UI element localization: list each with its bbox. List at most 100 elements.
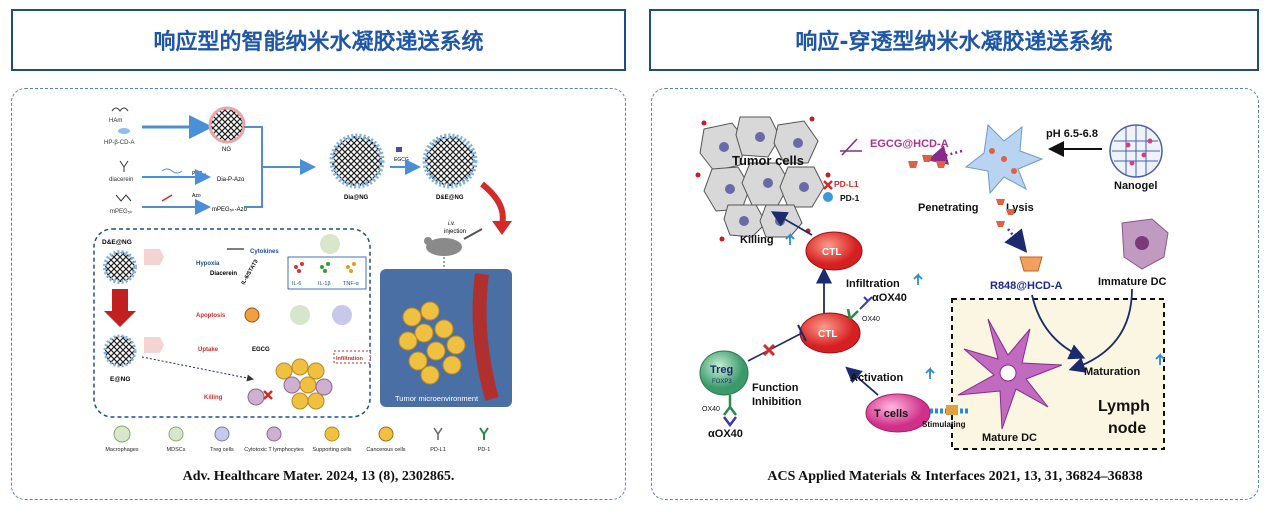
input-label-diacerein: diacerein [109, 177, 133, 183]
label-dia-ng: Dia@NG [344, 195, 369, 201]
injection-arrowhead [492, 221, 512, 235]
treg-cell-icon [332, 305, 352, 325]
egcg-release-dotted-arrow [927, 145, 963, 165]
label-t-cells: T cells [874, 408, 908, 420]
nanocarrier-particles-top [908, 155, 946, 168]
label-mpeg-azo: mPEG₅ₖ-Azo [212, 207, 248, 213]
label-maturation: Maturation [1084, 366, 1141, 378]
label-cytokines: Cytokines [250, 249, 279, 255]
mdsc-cell-icon [290, 305, 310, 325]
label-azo: Azo [192, 193, 201, 199]
label-pd-l1: PD-L1 [834, 179, 859, 189]
label-ctl-lower: CTL [818, 329, 837, 340]
d-e-ng-mechanism-icon [103, 250, 137, 284]
activation-up-icon [925, 366, 935, 379]
legend-label-cancerous: Cancerous cells [366, 447, 405, 453]
syringe-icon [463, 228, 483, 240]
left-schematic: HAm HP-β-CD-A diacerein mPEG₅ₖ NG PEG₅ₖ … [93, 106, 512, 453]
ng-nanogel-icon [208, 106, 246, 144]
killing-up-icon [785, 232, 795, 245]
mature-dc-nucleus [999, 364, 1017, 382]
legend-label-pd-1: PD-1 [478, 447, 491, 453]
cancer-cell-mass [275, 358, 333, 410]
d-e-ng-particle-icon [422, 133, 478, 189]
label-function: Function [752, 382, 799, 394]
label-infiltration-r: Infiltration [846, 278, 900, 290]
label-d-e-ng-top: D&E@NG [436, 195, 464, 201]
label-mature-dc: Mature DC [982, 432, 1037, 444]
r848-to-dc-arrow [1031, 294, 1086, 360]
ox40-treg-receptor-icon [723, 395, 737, 416]
label-r848: R848@HCD-A [990, 280, 1063, 292]
tumor-cells-cluster [695, 116, 831, 242]
uptake-dotted-arrow [141, 356, 254, 382]
input-label-hpbcd: HP-β-CD-A [104, 140, 134, 146]
label-lymph: Lymph [1098, 398, 1150, 415]
left-section-title: 响应型的智能纳米水凝胶递送系统 [153, 30, 484, 55]
maturation-up-icon [1155, 352, 1165, 365]
infiltration-up-icon [913, 272, 923, 285]
legend-icon-cancerous [378, 426, 394, 442]
injection-curved-arrow [480, 181, 506, 225]
e-ng-mechanism-icon [103, 334, 137, 368]
molecule-bracket-icon [144, 249, 164, 265]
label-il6: IL-6 [292, 281, 301, 287]
label-ng: NG [222, 147, 231, 153]
label-tumor-cells: Tumor cells [732, 153, 804, 168]
label-immature-dc: Immature DC [1098, 276, 1167, 288]
label-inhibition: Inhibition [752, 396, 802, 408]
r848-release-dotted-arrow [1004, 228, 1028, 253]
label-activation: Activation [850, 372, 903, 384]
label-diacerein: Diacerein [210, 271, 237, 277]
label-egcg-hcd: EGCG@HCD-A [870, 138, 949, 150]
mechanism-box [93, 228, 371, 418]
legend-label-pd-l1: PD-L1 [430, 447, 446, 453]
ham-polymer-icon [111, 107, 129, 112]
label-ox40-treg: OX40 [702, 406, 720, 413]
apoptotic-cell-icon [244, 307, 260, 323]
label-ox40-ctl: OX40 [862, 316, 880, 323]
label-iv: i.v. [448, 221, 455, 227]
legend-icon-mdscs [168, 426, 184, 442]
label-il6-stat3: IL-6/STAT3 [241, 259, 260, 286]
mouse-head-icon [424, 237, 432, 245]
cyclodextrin-icon [118, 128, 130, 134]
label-ph: pH 6.5-6.8 [1046, 128, 1098, 140]
treg-block-x-icon [762, 343, 776, 357]
blood-vessel-icon [472, 273, 499, 401]
release-down-arrow [104, 289, 136, 327]
stimulating-ligand-icon [946, 405, 958, 415]
tumor-cell-cluster [398, 301, 466, 385]
legend-label-mdscs: MDSCs [167, 447, 186, 453]
label-hypoxia: Hypoxia [196, 261, 220, 267]
nanocarrier-particles-middle [996, 199, 1015, 227]
label-aox40-ctl: αOX40 [872, 292, 907, 304]
killing-arrow [770, 211, 813, 236]
right-section-title: 响应-穿透型纳米水凝胶递送系统 [795, 30, 1113, 55]
immature-maturation-arrow [1068, 288, 1133, 373]
activation-arrow [845, 366, 879, 396]
ctl-upper-icon [805, 231, 863, 271]
label-infiltration: Infiltration [336, 356, 364, 362]
peg-chain-icon [161, 168, 183, 174]
left-citation: Adv. Healthcare Mater. 2024, 13 (8), 230… [182, 469, 455, 484]
macrophage-icon [320, 234, 340, 254]
legend-icon-pd-l1 [433, 427, 443, 440]
label-tumor-microenvironment: Tumor microenvironment [395, 394, 479, 403]
label-il1b: IL-1β [318, 281, 331, 287]
aox40-treg-antibody-icon [723, 416, 737, 428]
immature-dc-nucleus [1135, 236, 1149, 250]
label-apoptosis: Apoptosis [196, 313, 226, 319]
ctl-cell-icon [247, 388, 265, 406]
egcg-molecule-icon [396, 147, 402, 152]
cell-legend [113, 425, 489, 443]
nanogel-mesh [1112, 125, 1160, 177]
legend-label-supporting: Supporting cells [312, 447, 351, 453]
mpeg-molecule-icon [115, 194, 132, 202]
r848-carrier-icon [1019, 256, 1043, 272]
input-label-mpeg: mPEG₅ₖ [110, 209, 133, 215]
legend-label-macrophages: Macrophages [105, 447, 139, 453]
pd-block-x-icon [823, 180, 833, 190]
legend-label-treg: Treg cells [210, 447, 234, 453]
egcg-inhibit-line [841, 138, 858, 156]
